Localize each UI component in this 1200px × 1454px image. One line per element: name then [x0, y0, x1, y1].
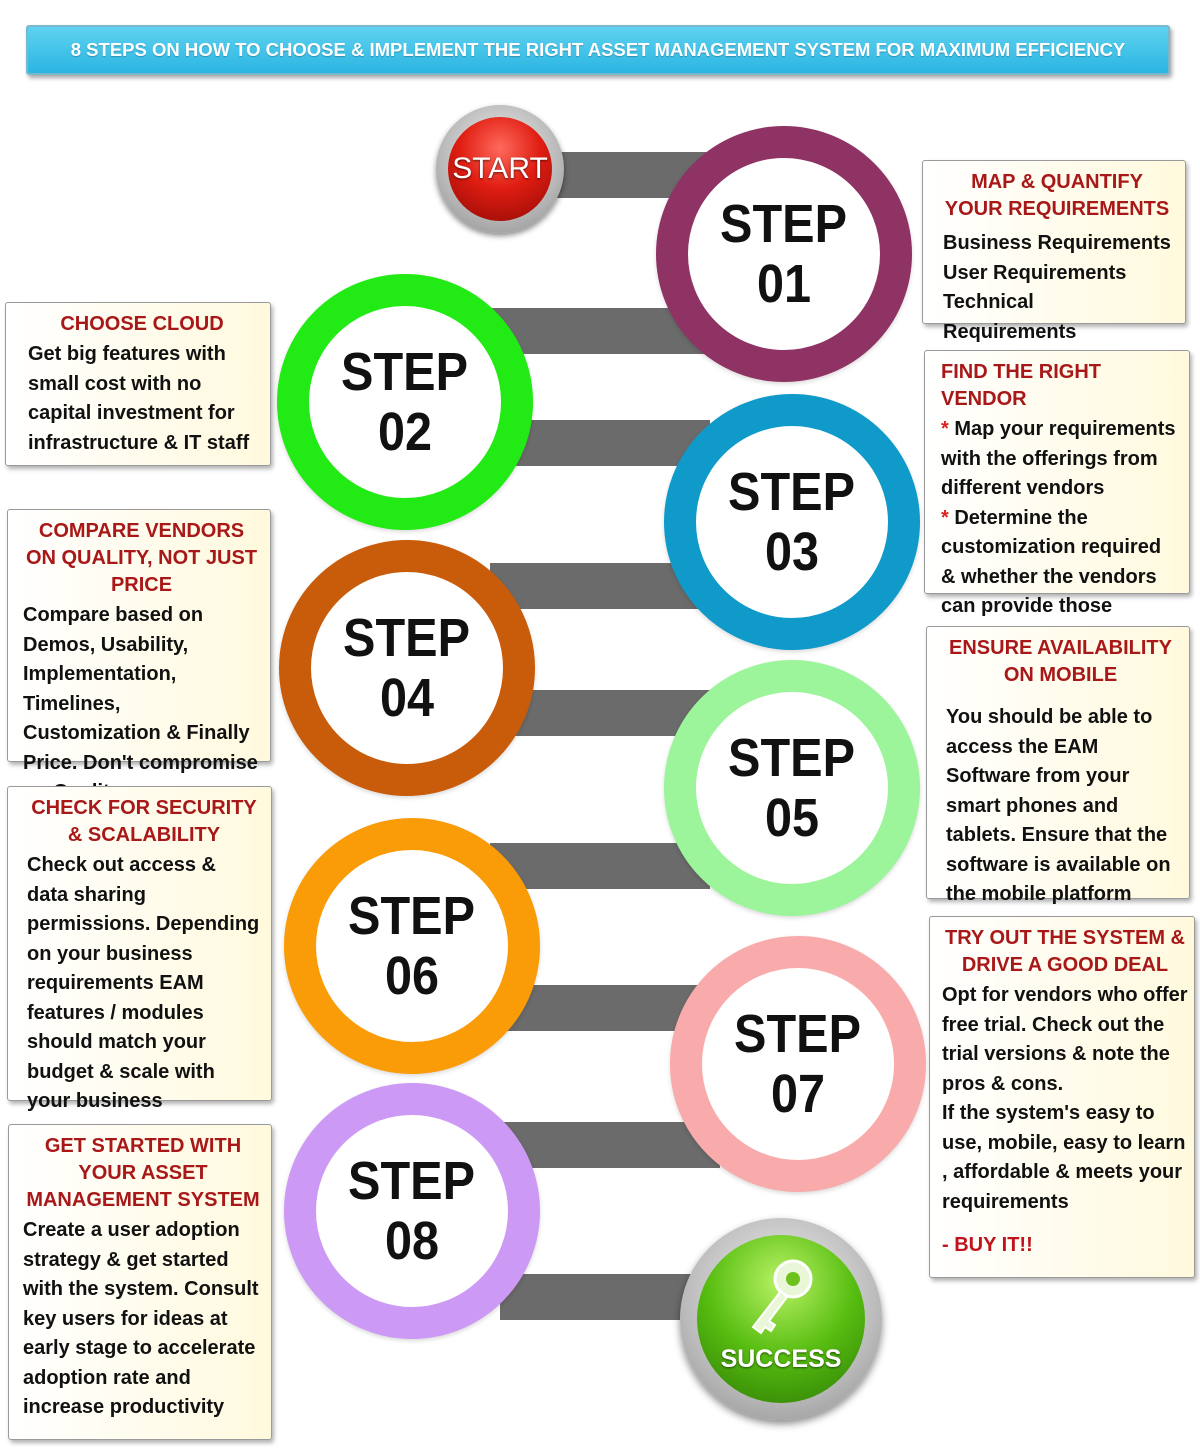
step-02-body: Get big features with small cost with no… [28, 343, 250, 454]
step-06-ring: STEP 06 [284, 818, 540, 1074]
step-03-ring: STEP 03 [664, 394, 920, 650]
step-05-title: ENSURE AVAILABILITY ON MOBILE [949, 637, 1172, 686]
asterisk-icon: * [941, 506, 955, 529]
step-08-body: Create a user adoption strategy & get st… [23, 1219, 259, 1418]
step-number: 08 [384, 1211, 440, 1271]
success-label: SUCCESS [720, 1345, 842, 1373]
step-05-ring: STEP 05 [664, 660, 920, 916]
step-07-body: Opt for vendors who offer free trial. Ch… [942, 984, 1188, 1213]
step-08-card: GET STARTED WITH YOUR ASSET MANAGEMENT S… [8, 1124, 272, 1440]
success-badge: SUCCESS [697, 1235, 865, 1403]
step-07-title: TRY OUT THE SYSTEM & DRIVE A GOOD DEAL [944, 927, 1186, 976]
step-number: 05 [764, 788, 820, 848]
step-08-ring: STEP 08 [284, 1083, 540, 1339]
step-number: 02 [377, 402, 433, 462]
step-word: STEP [728, 462, 856, 522]
step-03-bullet: * Map your requirements with the offerin… [941, 415, 1181, 504]
step-03-bullet-text: Map your requirements with the offerings… [941, 418, 1176, 499]
key-icon [751, 1259, 813, 1335]
step-word: STEP [343, 608, 471, 668]
step-07-card: TRY OUT THE SYSTEM & DRIVE A GOOD DEAL O… [929, 916, 1195, 1278]
step-word: STEP [734, 1004, 862, 1064]
step-05-body: You should be able to access the EAM Sof… [946, 706, 1171, 905]
step-07-ring: STEP 07 [670, 936, 926, 1192]
step-04-title: COMPARE VENDORS ON QUALITY, NOT JUST PRI… [25, 520, 258, 596]
title-banner: 8 STEPS ON HOW TO CHOOSE & IMPLEMENT THE… [26, 25, 1170, 75]
buy-it-cta: - BUY IT!! [942, 1234, 1033, 1256]
step-01-body: Business Requirements User Requirements … [943, 232, 1171, 343]
step-number: 01 [756, 254, 812, 314]
step-03-bullet-text: Determine the customization required & w… [941, 506, 1162, 618]
step-04-ring: STEP 04 [279, 540, 535, 796]
step-word: STEP [341, 342, 469, 402]
step-02-title: CHOOSE CLOUD [60, 313, 224, 335]
connector-step07-step08 [500, 1122, 720, 1168]
step-03-bullet: * Determine the customization required &… [941, 504, 1181, 622]
step-04-card: COMPARE VENDORS ON QUALITY, NOT JUST PRI… [7, 509, 271, 803]
step-word: STEP [348, 1151, 476, 1211]
step-word: STEP [728, 728, 856, 788]
asterisk-icon: * [941, 418, 955, 440]
step-04-body: Compare based on Demos, Usability, Imple… [23, 604, 258, 803]
step-number: 06 [384, 946, 440, 1006]
step-06-title: CHECK FOR SECURITY & SCALABILITY [31, 797, 257, 846]
step-01-title: MAP & QUANTIFY YOUR REQUIREMENTS [944, 171, 1170, 220]
step-03-title: FIND THE RIGHT VENDOR [941, 361, 1101, 410]
step-06-body: Check out access & data sharing permissi… [27, 854, 260, 1112]
connector-step05-step06 [490, 843, 710, 889]
step-02-ring: STEP 02 [277, 274, 533, 530]
step-05-card: ENSURE AVAILABILITY ON MOBILE You should… [926, 626, 1190, 905]
step-word: STEP [720, 194, 848, 254]
step-01-card: MAP & QUANTIFY YOUR REQUIREMENTS Busines… [922, 160, 1186, 343]
step-number: 07 [770, 1064, 826, 1124]
start-label: START [448, 117, 552, 221]
step-number: 03 [764, 522, 820, 582]
connector-step08-success [500, 1274, 700, 1320]
step-03-card: FIND THE RIGHT VENDOR * Map your require… [924, 350, 1190, 617]
start-button: START [436, 105, 564, 233]
step-word: STEP [348, 886, 476, 946]
step-number: 04 [379, 668, 435, 728]
step-06-card: CHECK FOR SECURITY & SCALABILITY Check o… [7, 786, 272, 1112]
step-08-title: GET STARTED WITH YOUR ASSET MANAGEMENT S… [26, 1135, 260, 1211]
success-button: SUCCESS [680, 1218, 882, 1420]
step-01-ring: STEP 01 [656, 126, 912, 382]
step-02-card: CHOOSE CLOUD Get big features with small… [5, 302, 271, 466]
